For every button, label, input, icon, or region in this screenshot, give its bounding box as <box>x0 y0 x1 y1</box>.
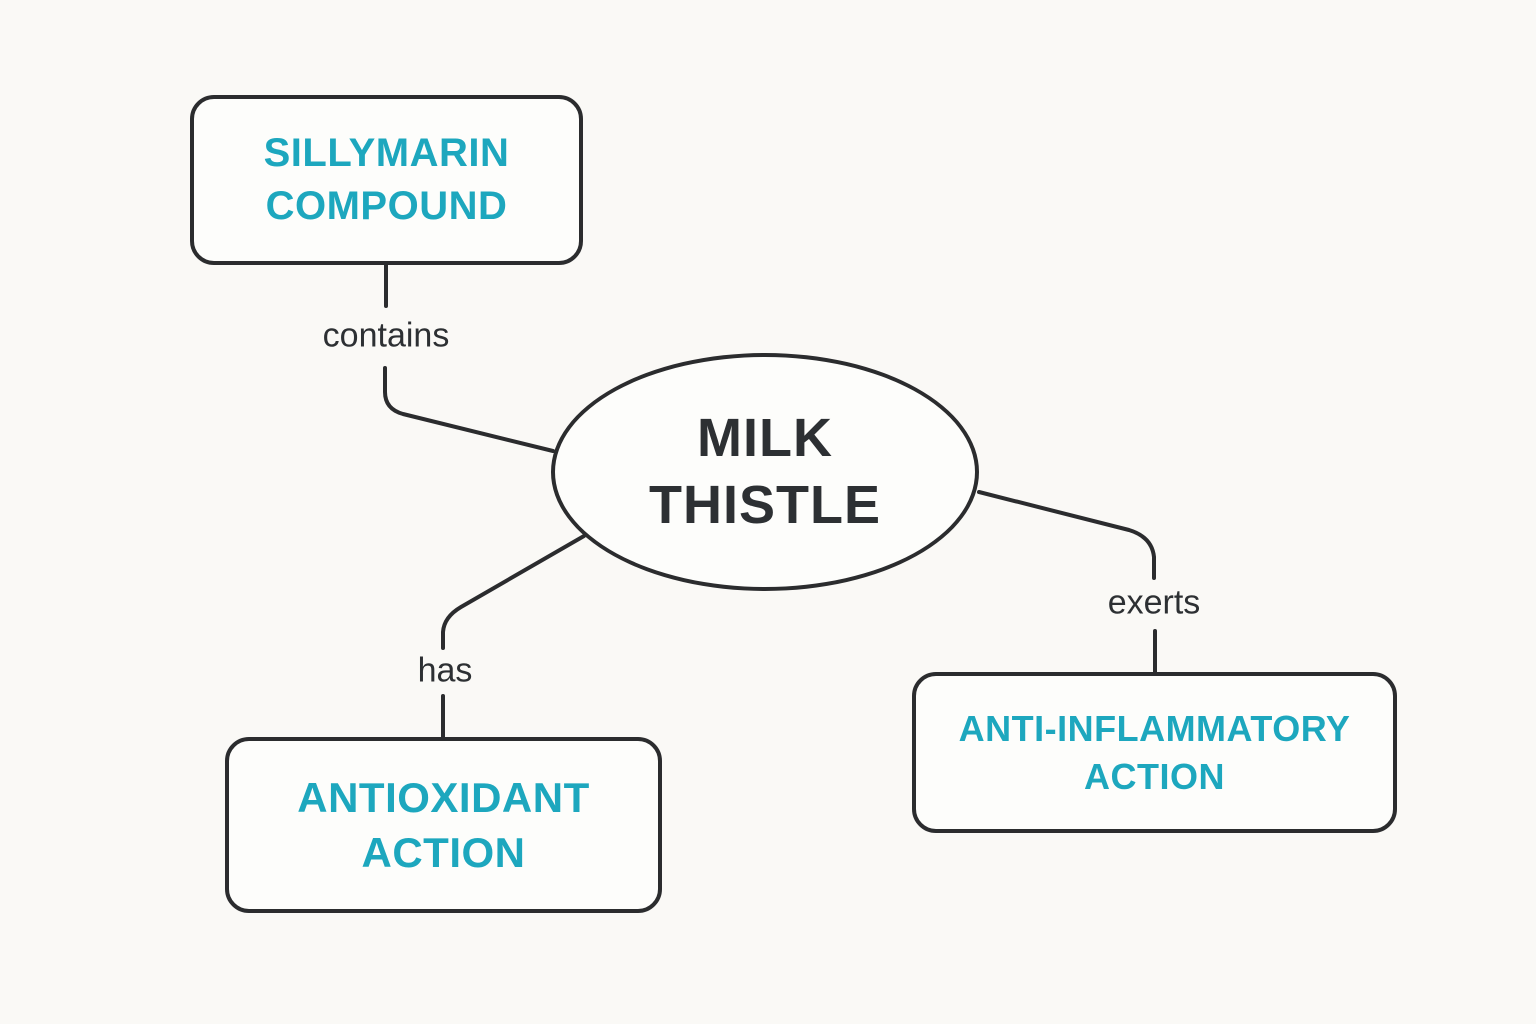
node-milk-thistle: MILK THISTLE <box>551 353 979 591</box>
edge-label-exerts: exerts <box>1107 583 1201 622</box>
edge-has-upper-segment <box>441 534 586 650</box>
edge-label-has: has <box>417 651 473 690</box>
node-antioxidant-action: ANTIOXIDANT ACTION <box>225 737 662 913</box>
node-label-silymarin-compound: SILLYMARIN COMPOUND <box>263 131 510 228</box>
node-anti-inflammatory-action: ANTI-INFLAMMATORY ACTION <box>912 672 1397 833</box>
edge-exerts-upper-segment <box>977 490 1156 580</box>
node-label-milk-thistle: MILK THISTLE <box>649 407 881 536</box>
edge-contains-lower-segment <box>383 366 555 453</box>
node-label-anti-inflammatory-action: ANTI-INFLAMMATORY ACTION <box>958 707 1351 797</box>
node-silymarin-compound: SILLYMARIN COMPOUND <box>190 95 583 265</box>
edge-label-contains: contains <box>322 316 450 355</box>
node-label-antioxidant-action: ANTIOXIDANT ACTION <box>297 773 590 876</box>
